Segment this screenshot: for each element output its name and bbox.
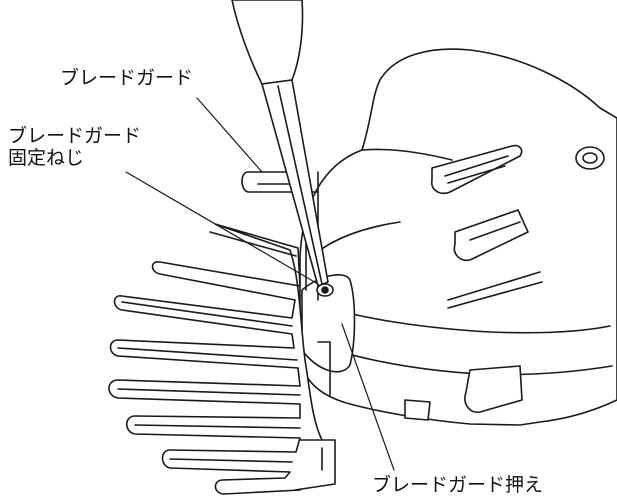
leader-line-retainer — [341, 323, 395, 471]
label-blade-guard-screw-line1: ブレードガード — [8, 125, 142, 147]
vent-slots — [430, 144, 543, 309]
label-blade-guard-screw-line2: 固定ねじ — [8, 147, 85, 169]
leader-line-blade-guard — [196, 97, 263, 173]
leader-lines — [125, 97, 395, 471]
screwdriver — [231, 0, 334, 297]
comb-blades — [108, 223, 336, 495]
label-blade-guard-retainer: ブレードガード押え — [372, 474, 544, 496]
blade-guard-retainer-part — [301, 274, 523, 421]
leader-line-screw — [125, 171, 319, 285]
lock-knob — [575, 146, 605, 170]
label-blade-guard: ブレードガード — [60, 67, 194, 89]
label-blade-guard-screw: ブレードガード 固定ねじ — [8, 125, 141, 169]
